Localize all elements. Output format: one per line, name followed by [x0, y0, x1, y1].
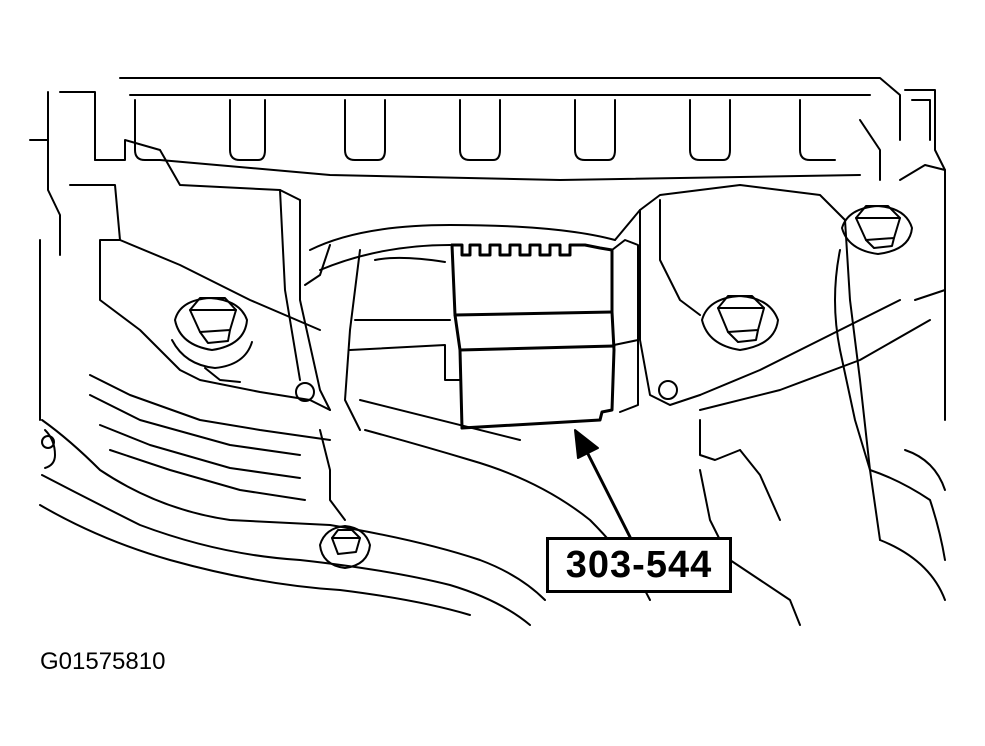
bolt-center-right — [701, 295, 779, 351]
crankshaft-seal-area — [304, 224, 651, 601]
bolt-bottom — [319, 525, 371, 569]
figure-id: G01575810 — [40, 648, 166, 675]
pan-ribs — [134, 99, 881, 181]
bolt-left — [171, 297, 253, 383]
left-flange — [69, 139, 331, 501]
bolt-top-right — [841, 205, 913, 255]
callout-arrow — [574, 429, 632, 539]
right-flange — [614, 164, 946, 626]
engine-block-outline — [29, 77, 946, 421]
lower-pan-edge — [39, 419, 546, 626]
special-tool-303-544 — [450, 239, 639, 430]
tool-number-label: 303-544 — [546, 537, 732, 593]
